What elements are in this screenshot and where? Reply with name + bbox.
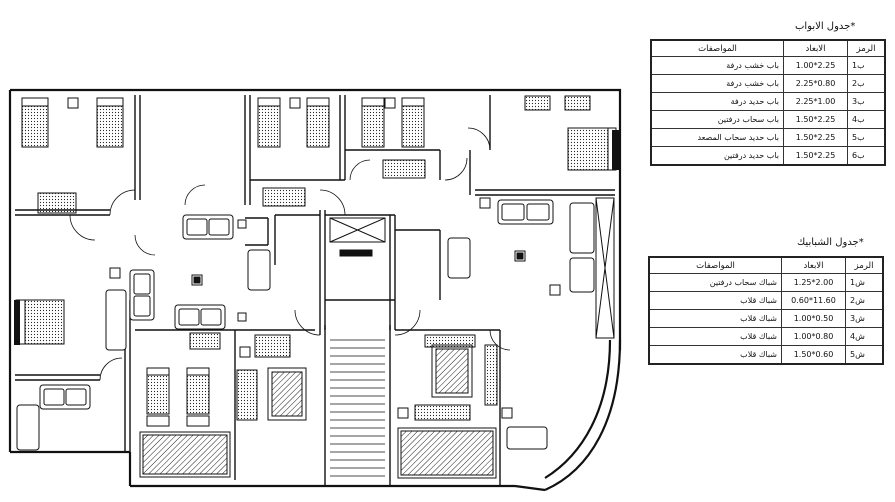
- sofas: [16, 199, 595, 451]
- nightstands: [37, 95, 591, 427]
- table-row: باب حديد درفة 2.25*1.00 ب3: [650, 92, 886, 111]
- door-dim: 2.25*0.80: [783, 74, 848, 93]
- door-swings: [69, 127, 511, 381]
- windows-header-dim: الابعاد: [781, 256, 846, 274]
- window-sym: ش5: [845, 345, 884, 365]
- window-sym: ش3: [845, 309, 884, 328]
- staircase: [330, 339, 385, 477]
- elevator: [329, 217, 386, 257]
- door-sym: ب2: [847, 74, 886, 93]
- window-spec: شباك قلاب: [648, 345, 782, 365]
- windows-header-spec: المواصفات: [648, 256, 782, 274]
- table-row: شباك قلاب 0.60*11.60 ش2: [648, 291, 884, 310]
- table-row: باب سحاب درفتين 1.50*2.25 ب4: [650, 110, 886, 129]
- window-marks: [14, 130, 620, 345]
- table-row: شباك قلاب 1.50*0.60 ش5: [648, 345, 884, 365]
- tables: [109, 197, 561, 419]
- window-dim: 0.60*11.60: [781, 291, 846, 310]
- window-dim: 1.00*0.80: [781, 327, 846, 346]
- door-spec: باب حديد سحاب المصعد: [650, 128, 784, 147]
- window-dim: 1.50*0.60: [781, 345, 846, 365]
- table-row: شباك قلاب 1.00*0.80 ش4: [648, 327, 884, 346]
- door-spec: باب حديد درفة: [650, 92, 784, 111]
- window-dim: 1.25*2.00: [781, 273, 846, 292]
- window-spec: شباك قلاب: [648, 327, 782, 346]
- table-row: باب خشب درفة 1.00*2.25 ب1: [650, 56, 886, 75]
- door-sym: ب3: [847, 92, 886, 111]
- window-spec: شباك قلاب: [648, 309, 782, 328]
- window-sym: ش1: [845, 273, 884, 292]
- doors-header-dim: الابعاد: [783, 39, 848, 57]
- wet-areas: [139, 197, 615, 479]
- door-sym: ب5: [847, 128, 886, 147]
- door-dim: 1.50*2.25: [783, 110, 848, 129]
- interior-walls: [15, 95, 615, 486]
- table-row: شباك سحاب درفتين 1.25*2.00 ش1: [648, 273, 884, 292]
- window-spec: شباك سحاب درفتين: [648, 273, 782, 292]
- doors-header-spec: المواصفات: [650, 39, 784, 57]
- door-dim: 1.50*2.25: [783, 128, 848, 147]
- door-sym: ب4: [847, 110, 886, 129]
- table-row: شباك قلاب 1.00*0.50 ش3: [648, 309, 884, 328]
- doors-schedule-title: *جدول الابواب: [795, 21, 856, 32]
- door-spec: باب حديد درفتين: [650, 146, 784, 166]
- windows-schedule-title: *جدول الشبابيك: [797, 237, 864, 248]
- window-spec: شباك قلاب: [648, 291, 782, 310]
- doors-header-sym: الرمز: [847, 39, 886, 57]
- door-spec: باب خشب درفة: [650, 56, 784, 75]
- table-row: باب خشب درفة 2.25*0.80 ب2: [650, 74, 886, 93]
- door-sym: ب1: [847, 56, 886, 75]
- window-dim: 1.00*0.50: [781, 309, 846, 328]
- door-dim: 1.00*2.25: [783, 56, 848, 75]
- door-spec: باب سحاب درفتين: [650, 110, 784, 129]
- door-dim: 2.25*1.00: [783, 92, 848, 111]
- windows-header-sym: الرمز: [845, 256, 884, 274]
- rugs: [236, 334, 498, 421]
- table-row: باب حديد درفتين 1.50*2.25 ب6: [650, 146, 886, 166]
- window-sym: ش2: [845, 291, 884, 310]
- outer-walls: [8, 88, 622, 492]
- doors-schedule-table: المواصفات الابعاد الرمز باب خشب درفة 1.0…: [650, 39, 886, 166]
- door-spec: باب خشب درفة: [650, 74, 784, 93]
- windows-schedule-table: المواصفات الابعاد الرمز شباك سحاب درفتين…: [648, 256, 884, 365]
- beds: [15, 97, 617, 415]
- door-dim: 1.50*2.25: [783, 146, 848, 166]
- door-sym: ب6: [847, 146, 886, 166]
- window-sym: ش4: [845, 327, 884, 346]
- table-row: باب حديد سحاب المصعد 1.50*2.25 ب5: [650, 128, 886, 147]
